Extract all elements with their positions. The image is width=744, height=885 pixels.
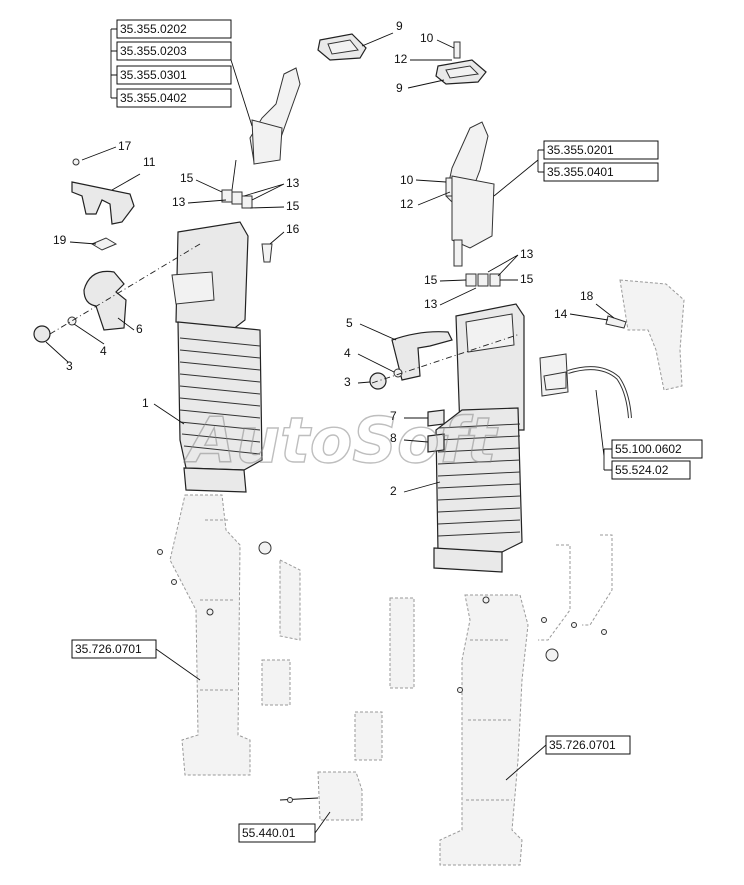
callout-15-b: 15 — [286, 199, 300, 213]
callout-2: 2 — [390, 484, 397, 498]
callouts: 9 10 12 9 17 11 15 13 13 15 16 19 6 4 3 … — [45, 19, 615, 498]
right-console-boot — [433, 303, 525, 573]
callout-10-top: 10 — [420, 31, 434, 45]
callout-6: 6 — [136, 322, 143, 336]
ref-35-355-0203[interactable]: 35.355.0203 — [120, 44, 187, 58]
callout-16: 16 — [286, 222, 300, 236]
left-pedestal-frame — [169, 494, 383, 776]
wiring-harness — [539, 353, 632, 419]
gasket-top-left — [317, 33, 367, 61]
left-armrest-handle — [83, 270, 127, 331]
ref-55-524-02[interactable]: 55.524.02 — [615, 463, 669, 477]
ref-box-group-harness: 55.100.0602 55.524.02 — [595, 389, 703, 480]
ref-box-connector: 55.440.01 — [238, 811, 331, 843]
ref-box-group-left: 35.355.0202 35.355.0203 35.355.0301 35.3… — [110, 19, 253, 127]
connector-module — [279, 771, 363, 821]
ref-35-726-0701-right[interactable]: 35.726.0701 — [549, 738, 616, 752]
callout-17: 17 — [118, 139, 132, 153]
ref-35-726-0701-left[interactable]: 35.726.0701 — [75, 642, 142, 656]
callout-18: 18 — [580, 289, 594, 303]
watermark: AutoSoft — [183, 404, 499, 477]
right-pedestal-frame — [389, 534, 613, 866]
callout-13-a: 13 — [286, 176, 300, 190]
callout-19: 19 — [53, 233, 67, 247]
callout-3-left: 3 — [66, 359, 73, 373]
right-armrest-handle — [391, 331, 453, 381]
callout-8: 8 — [390, 431, 397, 445]
ref-box-group-right: 35.355.0201 35.355.0401 — [493, 140, 659, 197]
callout-15-c: 15 — [424, 273, 438, 287]
screw-16 — [261, 243, 273, 263]
callout-10-right: 10 — [400, 173, 414, 187]
left-switches — [221, 189, 253, 209]
callout-5: 5 — [346, 316, 353, 330]
callout-13-c: 13 — [520, 247, 534, 261]
callout-3-right: 3 — [344, 375, 351, 389]
callout-13-b: 13 — [172, 195, 186, 209]
ref-55-440-01[interactable]: 55.440.01 — [242, 826, 296, 840]
pad-19 — [90, 237, 118, 251]
callout-12-top: 12 — [394, 52, 408, 66]
callout-15-a: 15 — [180, 171, 194, 185]
right-joystick — [445, 121, 495, 267]
bracket-11 — [71, 158, 135, 225]
connectors-7-8 — [427, 409, 445, 453]
right-knob — [369, 368, 403, 390]
ref-55-100-0602[interactable]: 55.100.0602 — [615, 442, 682, 456]
gasket-top-right — [435, 41, 487, 85]
ref-35-355-0401[interactable]: 35.355.0401 — [547, 165, 614, 179]
ref-35-355-0201[interactable]: 35.355.0201 — [547, 143, 614, 157]
fasteners — [157, 549, 607, 803]
callout-15-d: 15 — [520, 272, 534, 286]
callout-12-right: 12 — [400, 197, 414, 211]
callout-7: 7 — [390, 409, 397, 423]
callout-4-left: 4 — [100, 344, 107, 358]
callout-4-right: 4 — [344, 346, 351, 360]
callout-14: 14 — [554, 307, 568, 321]
right-bracket — [605, 279, 685, 391]
ref-35-355-0202[interactable]: 35.355.0202 — [120, 22, 187, 36]
callout-1: 1 — [142, 396, 149, 410]
left-knob — [33, 316, 77, 343]
callout-11: 11 — [143, 155, 156, 169]
callout-9-top: 9 — [396, 19, 403, 33]
ref-box-pedestal-left: 35.726.0701 — [71, 639, 201, 681]
ref-35-355-0301[interactable]: 35.355.0301 — [120, 68, 187, 82]
callout-9-lower: 9 — [396, 81, 403, 95]
right-switches — [465, 273, 501, 287]
ref-box-pedestal-right: 35.726.0701 — [505, 735, 631, 781]
left-console-boot — [171, 221, 263, 493]
left-joystick — [231, 67, 301, 191]
axis-left — [49, 243, 201, 335]
ref-35-355-0402[interactable]: 35.355.0402 — [120, 91, 187, 105]
callout-13-d: 13 — [424, 297, 438, 311]
